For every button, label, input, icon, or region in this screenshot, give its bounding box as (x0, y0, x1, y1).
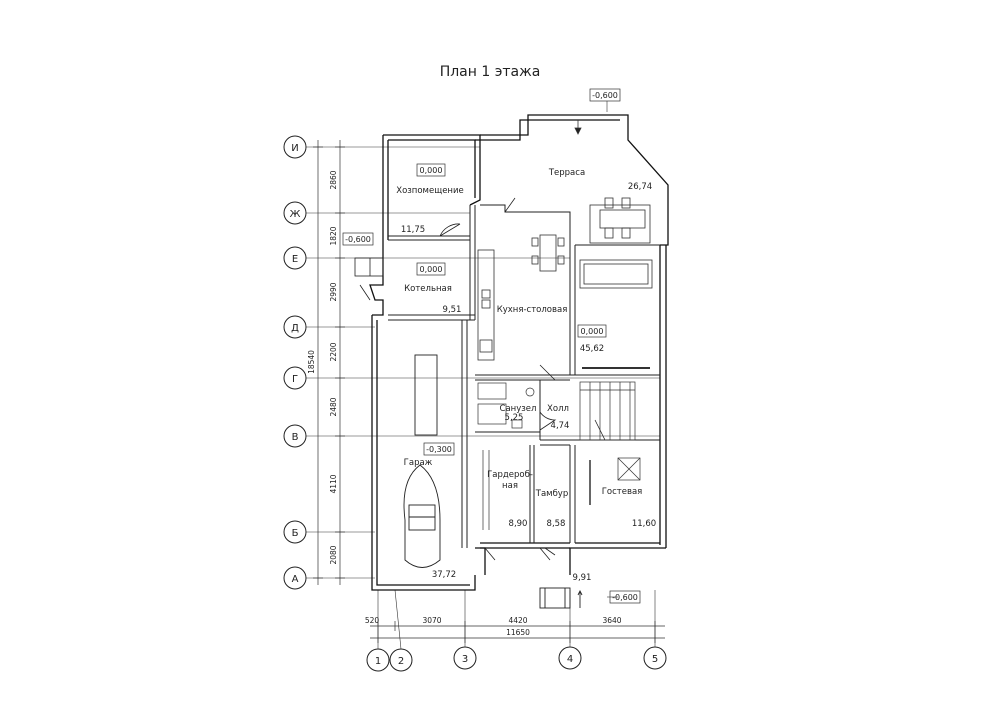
level-box (423, 442, 455, 456)
dim-v-5: 2480 (329, 397, 338, 416)
dim-h-1: 520 (365, 616, 380, 625)
exterior-walls (369, 114, 669, 591)
terrace-table (574, 120, 651, 244)
axis-label-row: Б (292, 528, 299, 539)
vertical-dimensions (313, 140, 345, 585)
room-name-storage: Хозпомещение (396, 186, 464, 196)
wardrobe-rails (482, 450, 490, 530)
room-area-vestibule: 8,58 (547, 519, 566, 529)
level-labels: -0,600 -0,600 0,000 0,000 0,000 -0,300 -… (345, 91, 638, 602)
dim-v-7: 2080 (329, 545, 338, 564)
dim-h-4: 3640 (602, 616, 621, 625)
room-area-terrace: 26,74 (628, 182, 652, 192)
room-name-wardrobe-2: ная (502, 481, 518, 491)
room-area-storage: 11,75 (401, 225, 425, 235)
col-axes (366, 646, 667, 672)
interior-walls (388, 204, 660, 548)
side-entry-steps (354, 257, 384, 277)
level-left-entry: -0,600 (345, 235, 371, 244)
stairs (579, 381, 636, 441)
room-labels: Терраса 26,74 Хозпомещение 11,75 Котельн… (396, 168, 656, 583)
room-name-garage: Гараж (404, 458, 433, 468)
dim-v-6: 4110 (329, 474, 338, 493)
dim-h-3: 4420 (508, 616, 527, 625)
dim-h-total: 11650 (506, 628, 530, 637)
level-kitchen: 0,000 (581, 327, 604, 336)
level-box (577, 324, 607, 338)
axis-label-row: Е (292, 254, 298, 265)
room-name-wardrobe-1: Гардероб- (487, 470, 533, 480)
row-axes (283, 135, 307, 590)
guest-furniture (589, 457, 641, 505)
level-entry: -0,600 (612, 593, 638, 602)
level-box (416, 163, 446, 177)
dim-h-2: 3070 (422, 616, 441, 625)
room-area-bathroom: 5,25 (505, 413, 524, 423)
dim-v-1: 2860 (329, 170, 338, 189)
dim-v-3: 2990 (329, 282, 338, 301)
level-box (342, 232, 374, 246)
room-name-kitchen: Кухня-столовая (497, 305, 568, 315)
level-box (589, 88, 621, 102)
room-area-boiler: 9,51 (443, 305, 462, 315)
room-area-kitchen: 45,62 (580, 344, 604, 354)
dim-v-4: 2200 (329, 342, 338, 361)
dim-v-2: 1820 (329, 226, 338, 245)
horizontal-dimensions (370, 621, 665, 643)
axis-label-col: 1 (375, 656, 381, 667)
bathroom-fixtures (477, 382, 535, 429)
level-box (416, 262, 446, 276)
room-name-terrace: Терраса (548, 168, 585, 178)
axis-label-col: 4 (567, 654, 573, 665)
vertical-dimension-labels: 2860 1820 2990 2200 2480 4110 2080 18540 (307, 170, 338, 564)
horizontal-dimension-labels: 520 3070 4420 3640 11650 (365, 616, 622, 637)
kitchen-furniture (477, 234, 653, 369)
axis-label-col: 5 (652, 654, 658, 665)
room-name-bathroom: Санузел (500, 404, 537, 414)
level-garage: -0,300 (426, 445, 452, 454)
axis-labels: И Ж Е Д Г В Б А 1 2 3 4 5 (290, 143, 659, 667)
level-terrace: -0,600 (592, 91, 618, 100)
doors (359, 197, 606, 561)
car-icon (403, 354, 441, 568)
axis-label-row: Д (291, 323, 299, 334)
room-area-garage: 37,72 (432, 570, 456, 580)
room-name-guest: Гостевая (602, 487, 643, 497)
axis-label-col: 2 (398, 656, 404, 667)
room-area-porch: 9,91 (573, 573, 592, 583)
room-name-vestibule: Тамбур (535, 489, 568, 499)
axis-label-row: И (291, 143, 298, 154)
axis-label-row: Ж (290, 209, 301, 220)
entry-porch (539, 587, 583, 609)
axis-label-row: Г (292, 374, 298, 385)
room-area-hall: 4,74 (551, 421, 570, 431)
dim-v-total: 18540 (307, 350, 316, 374)
room-name-hall: Холл (547, 404, 569, 414)
axis-label-row: В (292, 432, 299, 443)
room-name-boiler: Котельная (404, 284, 452, 294)
room-area-wardrobe: 8,90 (509, 519, 528, 529)
room-area-guest: 11,60 (632, 519, 656, 529)
level-boiler: 0,000 (420, 265, 443, 274)
level-storage: 0,000 (420, 166, 443, 175)
axis-label-col: 3 (462, 654, 468, 665)
plan-title: План 1 этажа (440, 64, 541, 80)
axis-label-row: А (292, 574, 299, 585)
